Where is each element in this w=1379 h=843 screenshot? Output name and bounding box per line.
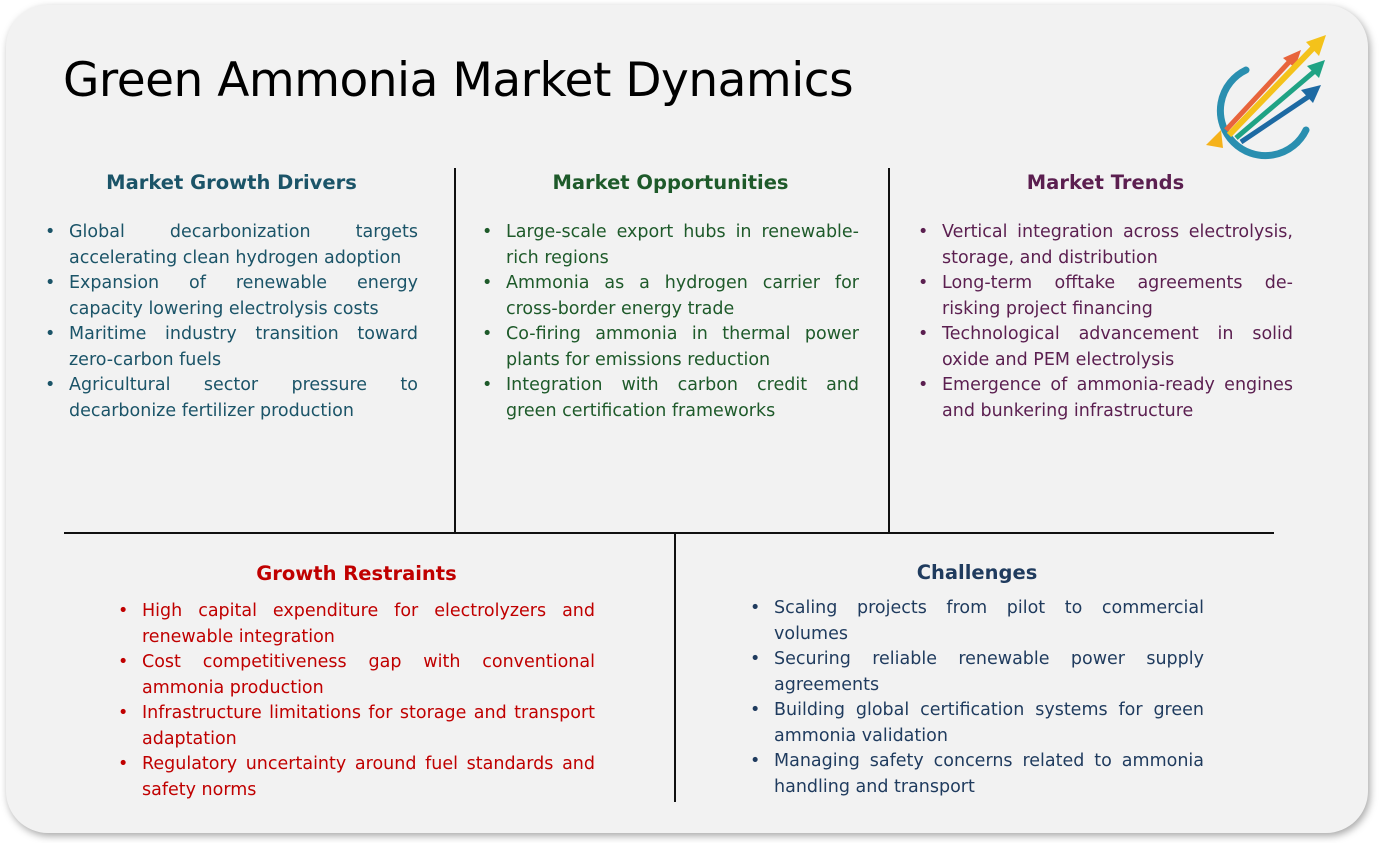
divider	[64, 532, 1274, 534]
list-item: Co-firing ammonia in thermal power plant…	[482, 322, 859, 373]
list-item: Integration with carbon credit and green…	[482, 373, 859, 424]
list-item: High capital expenditure for electrolyze…	[118, 599, 595, 650]
list-item: Ammonia as a hydrogen carrier for cross-…	[482, 271, 859, 322]
list-item: Large-scale export hubs in renewable-ric…	[482, 220, 859, 271]
divider	[454, 168, 456, 534]
list-item: Global decarbonization targets accelerat…	[45, 220, 418, 271]
growth-arrows-logo-icon	[1206, 35, 1326, 160]
list-item: Vertical integration across electrolysis…	[918, 220, 1293, 271]
section-heading: Challenges	[916, 561, 1038, 584]
list-item: Securing reliable renewable power supply…	[750, 647, 1204, 698]
list-item: Regulatory uncertainty around fuel stand…	[118, 752, 595, 803]
list-item: Technological advancement in solid oxide…	[918, 322, 1293, 373]
growth-restraints-section: Growth Restraints High capital expenditu…	[118, 562, 595, 803]
section-heading: Growth Restraints	[256, 562, 457, 585]
divider	[674, 534, 676, 802]
section-heading: Market Opportunities	[552, 171, 789, 194]
list-item: Expansion of renewable energy capacity l…	[45, 271, 418, 322]
divider	[888, 168, 890, 534]
market-trends-section: Market Trends Vertical integration acros…	[918, 171, 1293, 424]
list-item: Cost competitiveness gap with convention…	[118, 650, 595, 701]
list-item: Maritime industry transition toward zero…	[45, 322, 418, 373]
challenges-section: Challenges Scaling projects from pilot t…	[750, 561, 1204, 800]
list-item: Agricultural sector pressure to decarbon…	[45, 373, 418, 424]
section-heading: Market Growth Drivers	[106, 171, 357, 194]
list-item: Managing safety concerns related to ammo…	[750, 749, 1204, 800]
list-item: Infrastructure limitations for storage a…	[118, 701, 595, 752]
market-growth-drivers-section: Market Growth Drivers Global decarboniza…	[45, 171, 418, 424]
list-item: Building global certification systems fo…	[750, 698, 1204, 749]
section-heading: Market Trends	[1026, 171, 1185, 194]
list-item: Emergence of ammonia-ready engines and b…	[918, 373, 1293, 424]
list-item: Scaling projects from pilot to commercia…	[750, 596, 1204, 647]
list-item: Long-term offtake agreements de-risking …	[918, 271, 1293, 322]
page-title: Green Ammonia Market Dynamics	[63, 53, 854, 108]
market-opportunities-section: Market Opportunities Large-scale export …	[482, 171, 859, 424]
